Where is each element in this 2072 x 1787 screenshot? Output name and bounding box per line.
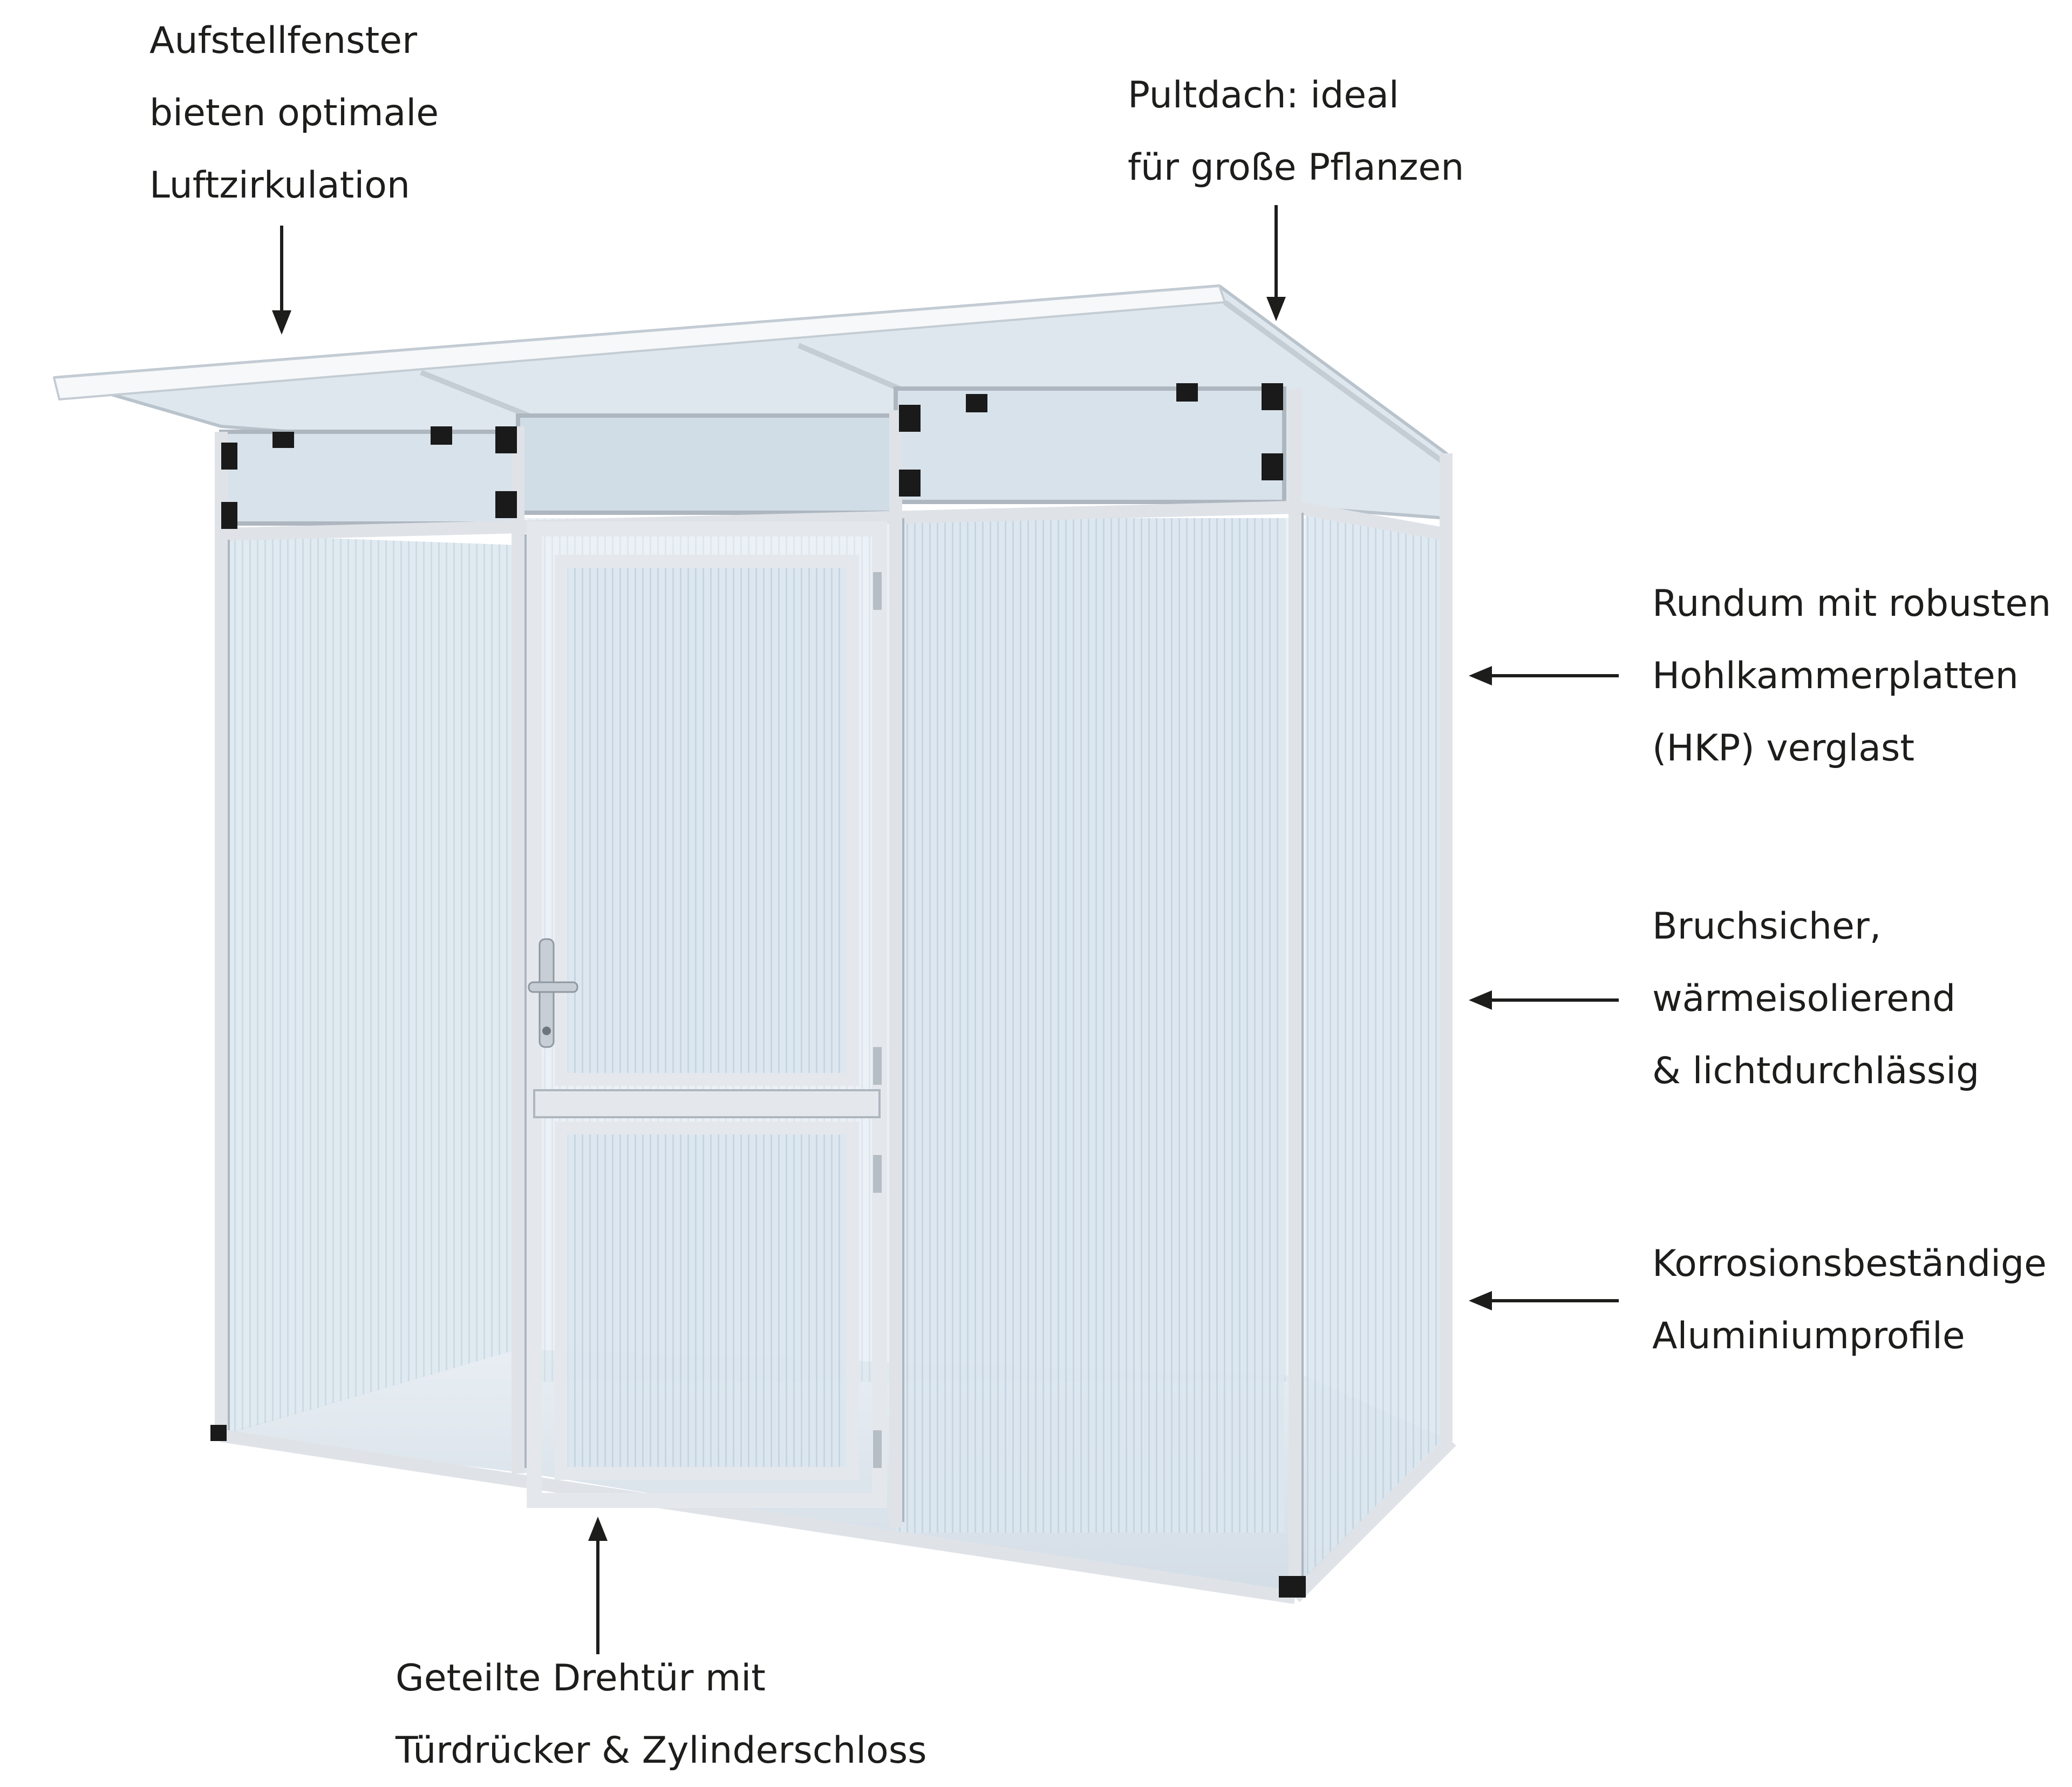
arrow-profiles [1469, 1291, 1619, 1310]
arrow-properties [1469, 990, 1619, 1010]
door-hinge [873, 1430, 882, 1468]
annotation-properties-line: & lichtdurchlässig [1652, 1050, 1980, 1092]
door-handle [528, 981, 578, 993]
annotation-panels: Rundum mit robusten Hohlkammerplatten (H… [1652, 568, 2051, 785]
door-lower-glass [561, 1128, 853, 1473]
annotation-profiles-line: Korrosionsbeständige [1652, 1242, 2047, 1285]
door-upper-glass [561, 561, 853, 1079]
cylinder-lock [542, 1027, 551, 1035]
window-hinges [272, 383, 1198, 448]
door-hinge [873, 572, 882, 610]
roof-rafter [1223, 300, 1448, 467]
annotation-windows-line: bieten optimale [149, 92, 439, 134]
annotation-panels-line: Hohlkammerplatten [1652, 655, 2019, 697]
annotation-windows-line: Aufstellfenster [149, 19, 418, 62]
left-side-wall [221, 534, 518, 1436]
door-upper-sash [555, 555, 859, 1086]
annotation-properties-line: wärmeisolierend [1652, 977, 1956, 1020]
annotation-door-line: Geteilte Drehtür mit [396, 1657, 766, 1700]
annotation-panels-line: (HKP) verglast [1652, 727, 1915, 770]
annotation-properties: Bruchsicher, wärmeisolierend & lichtdurc… [1652, 891, 1979, 1107]
front-right-glazing [896, 518, 1284, 1533]
annotation-roof-line: für große Pflanzen [1128, 146, 1464, 189]
aluminium-frame [215, 389, 1456, 1604]
window-band-left [219, 430, 520, 526]
arrow-panels [1469, 666, 1619, 685]
door-middle-rail [533, 1089, 881, 1118]
annotation-windows-line: Luftzirkulation [149, 164, 410, 207]
annotation-profiles: Korrosionsbeständige Aluminiumprofile [1652, 1228, 2047, 1372]
door-lower-sash [555, 1122, 859, 1480]
frame-shadow-lines [228, 513, 1304, 1592]
door-frame [527, 521, 887, 1508]
arrow-roof [1266, 205, 1286, 321]
door-hinge [873, 1047, 882, 1085]
window-band-right [894, 386, 1286, 504]
annotation-door: Geteilte Drehtür mit Türdrücker & Zylind… [396, 1642, 927, 1787]
annotation-properties-line: Bruchsicher, [1652, 905, 1882, 948]
roof-rafter [420, 370, 530, 418]
roof-rafter [798, 343, 913, 397]
right-side-wall [1306, 507, 1446, 1576]
annotation-profiles-line: Aluminiumprofile [1652, 1315, 1965, 1357]
arrow-windows [272, 226, 291, 335]
window-band-middle [516, 413, 898, 515]
annotation-roof: Pultdach: ideal für große Pflanzen [1128, 59, 1464, 204]
door-hinge [873, 1155, 882, 1193]
corner-connectors [210, 383, 1306, 1598]
annotation-panels-line: Rundum mit robusten [1652, 582, 2051, 625]
annotation-windows: Aufstellfenster bieten optimale Luftzirk… [149, 5, 439, 222]
door-handle-plate [539, 938, 555, 1048]
annotation-door-line: Türdrücker & Zylinderschloss [396, 1729, 927, 1772]
arrow-door [588, 1517, 608, 1654]
annotation-roof-line: Pultdach: ideal [1128, 74, 1399, 117]
